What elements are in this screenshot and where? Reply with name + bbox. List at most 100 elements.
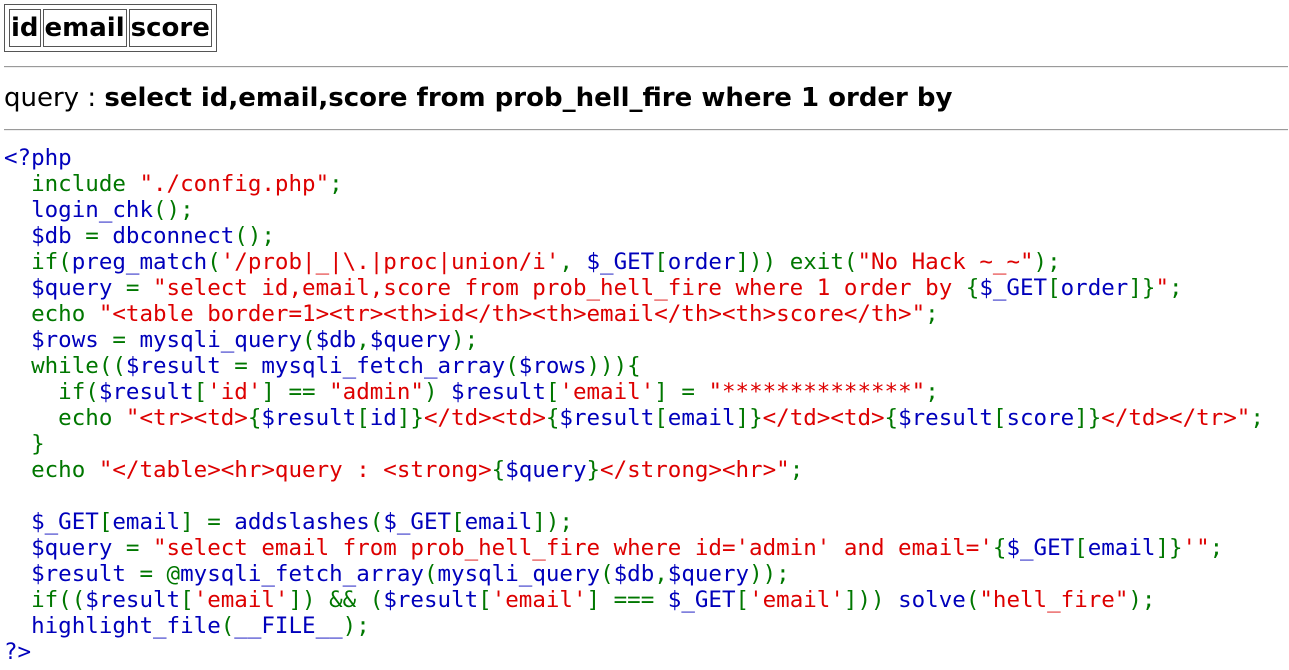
code-token: 'email' — [559, 379, 655, 405]
code-token: "./config.php" — [139, 171, 330, 197]
code-token: $result — [85, 587, 181, 613]
column-header-score: score — [128, 9, 212, 47]
code-token: if( — [4, 249, 72, 275]
code-line: $result = @mysqli_fetch_array(mysqli_que… — [4, 561, 1264, 587]
code-line: $query = "select email from prob_hell_fi… — [4, 535, 1264, 561]
code-token: ( — [302, 327, 316, 353]
code-token: $query — [4, 275, 126, 301]
code-token: , — [356, 327, 370, 353]
code-token: 'id' — [207, 379, 262, 405]
code-token: $_GET — [383, 509, 452, 535]
code-token: mysqli_fetch_array — [261, 353, 506, 379]
source-code-block: <?php include "./config.php"; login_chk(… — [4, 145, 1264, 665]
code-token: echo — [4, 457, 99, 483]
code-token: ; — [789, 457, 804, 483]
code-token: ; — [1169, 275, 1183, 301]
code-line: if($result['id'] == "admin") $result['em… — [4, 379, 1264, 405]
code-token: 'email' — [491, 587, 587, 613]
code-token: ; — [1250, 405, 1264, 431]
code-token: ]} — [396, 405, 424, 431]
code-token: ); — [342, 613, 370, 639]
code-token: highlight_file — [4, 613, 221, 639]
code-line: <?php — [4, 145, 1264, 171]
query-label: query : — [4, 83, 105, 113]
code-token: ) — [423, 379, 452, 405]
code-token: order — [1060, 275, 1129, 301]
code-token: $query — [667, 561, 750, 587]
code-token: ]) && ( — [288, 587, 384, 613]
table-header-row: id email score — [9, 9, 212, 47]
code-token: "**************" — [708, 379, 926, 405]
code-token: if( — [4, 379, 99, 405]
code-token: [ — [1047, 275, 1061, 301]
code-token: ?> — [4, 639, 32, 665]
code-token: mysqli_query — [437, 561, 601, 587]
code-token: 'email' — [193, 587, 289, 613]
code-token: $db — [315, 327, 357, 353]
code-line: while(($result = mysqli_fetch_array($row… — [4, 353, 1264, 379]
code-token: [ — [1074, 535, 1088, 561]
code-token: = — [125, 535, 154, 561]
code-token: ])) — [843, 587, 899, 613]
horizontal-rule-top — [4, 66, 1288, 68]
code-token: [ — [98, 509, 113, 535]
code-token: include — [4, 171, 140, 197]
code-token: = — [112, 327, 140, 353]
code-token: ( — [600, 561, 614, 587]
code-token: login_chk — [4, 197, 154, 223]
query-text: select id,email,score from prob_hell_fir… — [104, 83, 953, 113]
code-token: $result — [898, 405, 993, 431]
code-line: include "./config.php"; — [4, 171, 1264, 197]
code-token: "select id,email,score from prob_hell_fi… — [153, 275, 966, 301]
code-token: ; — [1209, 535, 1224, 561]
code-line: } — [4, 431, 1264, 457]
code-line: $query = "select id,email,score from pro… — [4, 275, 1264, 301]
code-token: (); — [234, 223, 275, 249]
code-token: ( — [369, 509, 384, 535]
code-line: login_chk(); — [4, 197, 1264, 223]
code-token: mysqli_query — [139, 327, 303, 353]
code-line: $_GET[email] = addslashes($_GET[email]); — [4, 509, 1264, 535]
code-token: , — [559, 249, 587, 275]
code-token: ( — [207, 249, 221, 275]
code-token: $result — [4, 561, 140, 587]
code-token: score — [1006, 405, 1075, 431]
code-token: $rows — [4, 327, 113, 353]
code-token: { — [884, 405, 899, 431]
column-header-email: email — [42, 9, 127, 47]
code-token: { — [247, 405, 262, 431]
code-token: ; — [329, 171, 343, 197]
code-token: while(( — [4, 353, 126, 379]
code-line: highlight_file(__FILE__); — [4, 613, 1264, 639]
code-token: email — [464, 509, 533, 535]
code-token: ( — [220, 613, 235, 639]
code-token: $result — [261, 405, 357, 431]
code-token: $_GET — [586, 249, 655, 275]
code-line — [4, 483, 1264, 509]
result-table: id email score — [4, 4, 217, 52]
code-token: email — [112, 509, 181, 535]
code-token: [ — [735, 587, 750, 613]
code-token: $query — [505, 457, 587, 483]
code-token: "<table border=1><tr><th>id</th><th>emai… — [98, 301, 926, 327]
column-header-id: id — [9, 9, 41, 47]
code-token: ( — [505, 353, 519, 379]
code-token: ]} — [735, 405, 763, 431]
code-token: </strong><hr>" — [600, 457, 790, 483]
code-token: [ — [654, 249, 668, 275]
code-token: ); — [1033, 249, 1061, 275]
code-token: )); — [749, 561, 790, 587]
code-token: if(( — [4, 587, 86, 613]
code-token: ; — [925, 379, 939, 405]
code-token: echo — [4, 405, 126, 431]
code-token: ] === — [586, 587, 668, 613]
code-token: ( — [423, 561, 438, 587]
code-token: solve — [898, 587, 966, 613]
code-token: ))){ — [586, 353, 641, 379]
code-token: "hell_fire" — [979, 587, 1129, 613]
code-token: $result — [125, 353, 235, 379]
code-token: [ — [545, 379, 560, 405]
code-line: echo "<table border=1><tr><th>id</th><th… — [4, 301, 1264, 327]
code-line: if(($result['email']) && ($result['email… — [4, 587, 1264, 613]
code-token: ]} — [1155, 535, 1183, 561]
